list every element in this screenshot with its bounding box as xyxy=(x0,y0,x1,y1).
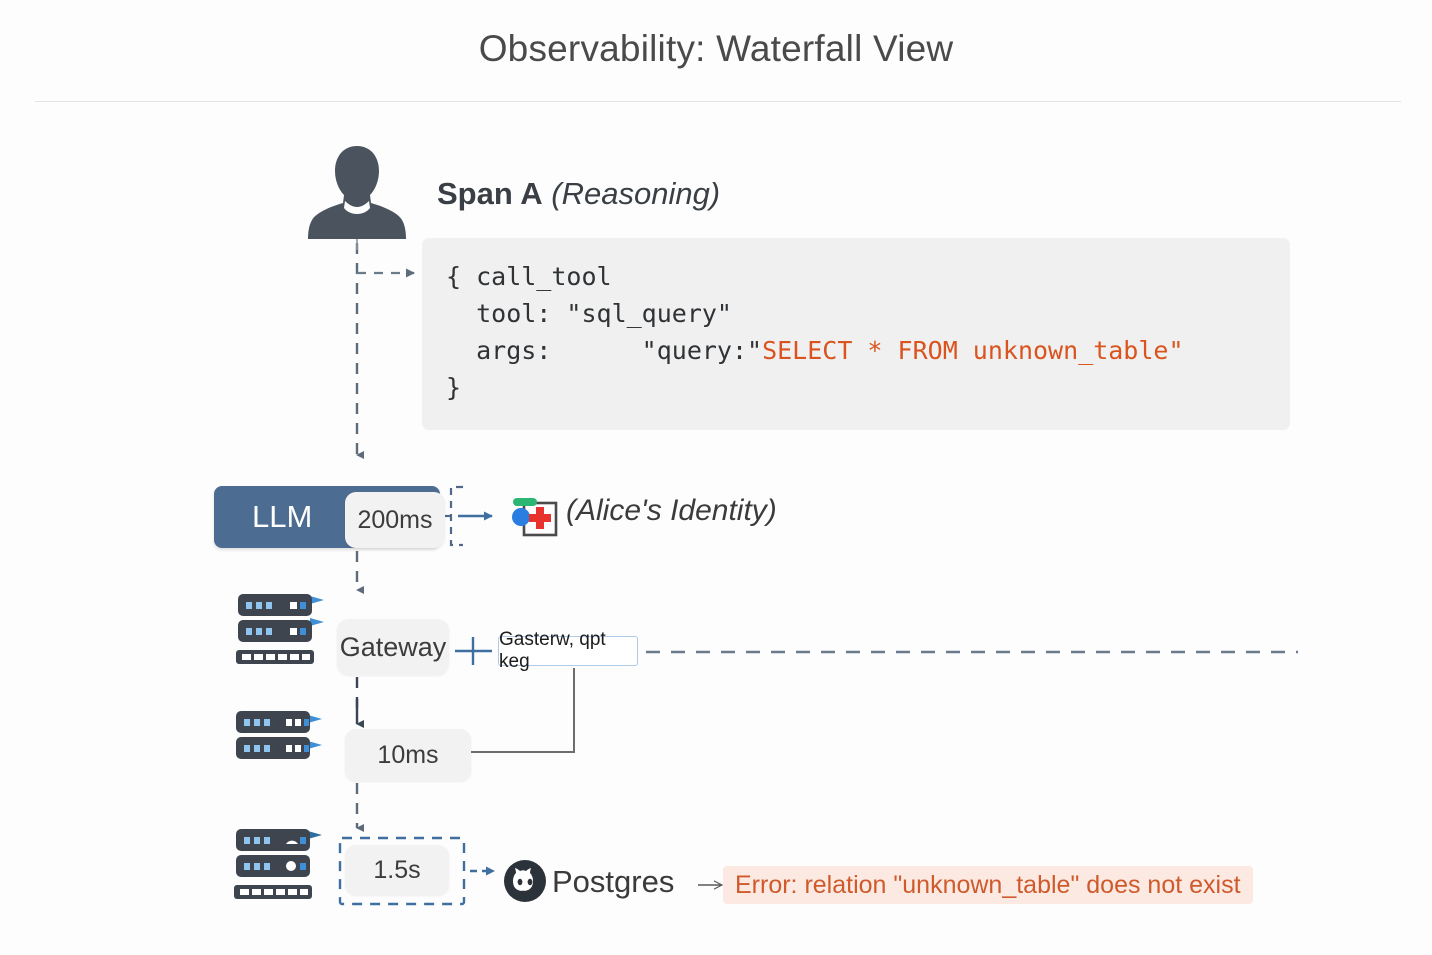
llm-label: LLM xyxy=(252,499,313,534)
cache-duration-badge[interactable]: 10ms xyxy=(345,729,471,781)
gateway-trace-textbox[interactable]: Gasterw, qpt keg xyxy=(498,629,638,672)
identity-label: (Alice's Identity) xyxy=(566,494,777,527)
identity-card-icon xyxy=(505,490,563,542)
postgres-label: Postgres xyxy=(552,864,675,899)
error-message-badge: Error: relation "unknown_table" does not… xyxy=(723,866,1253,904)
textbox-to-10ms-elbow xyxy=(470,668,575,753)
gateway-tee xyxy=(455,637,492,665)
span-heading: Span A (Reasoning) xyxy=(437,176,720,212)
server-rack-icon-gateway xyxy=(232,590,328,668)
header-divider xyxy=(35,101,1401,102)
page-title: Observability: Waterfall View xyxy=(478,28,954,69)
database-duration-badge[interactable]: 1.5s xyxy=(345,845,449,895)
octocat-icon xyxy=(503,859,547,903)
span-kind: (Reasoning) xyxy=(551,176,721,211)
server-rack-icon-database xyxy=(230,825,326,903)
tool-call-code-block: { call_tool tool: "sql_query" args: "que… xyxy=(422,238,1290,430)
code-line-4: } xyxy=(446,373,462,402)
user-avatar-icon xyxy=(303,140,411,245)
code-line-3-sql: SELECT * FROM unknown_table" xyxy=(762,336,1184,365)
code-line-2: tool: "sql_query" xyxy=(446,299,732,328)
llm-duration-badge[interactable]: 200ms xyxy=(345,492,445,548)
code-line-1: { call_tool xyxy=(446,262,612,291)
span-name: Span A xyxy=(437,176,543,211)
code-line-3-prefix: args: "query:" xyxy=(446,336,763,365)
gateway-node[interactable]: Gateway xyxy=(337,619,449,675)
server-rack-icon-cache xyxy=(230,707,326,767)
